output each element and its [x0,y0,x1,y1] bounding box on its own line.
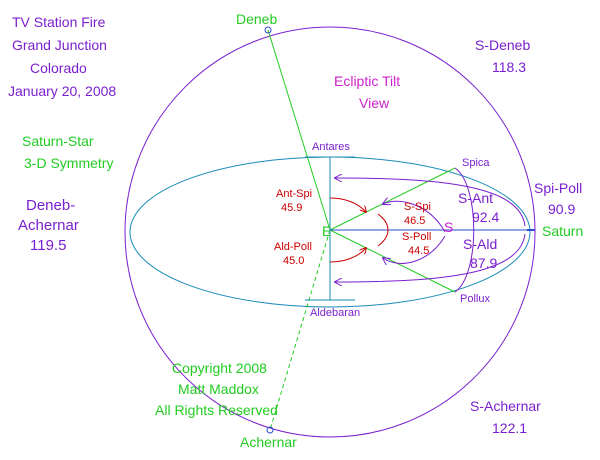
ant-spi-label: Ant-Spi [276,188,312,200]
s-spi-arc [383,201,446,233]
achernar-point [266,426,274,434]
symmetry-title-line-1: Saturn-Star [22,133,94,149]
aldebaran-label: Aldebaran [310,307,360,319]
s-achernar-value: 122.1 [492,420,527,436]
header-line-2: Grand Junction [12,37,107,53]
s-spi-label: S-Spi [404,201,431,213]
s-ald-label: S-Ald [463,236,497,252]
ald-poll-label: Ald-Poll [274,241,312,253]
spi-poll-label: Spi-Poll [534,180,582,196]
s-ant-label: S-Ant [458,190,493,206]
celestial-sphere-circle [124,26,536,438]
pollux-label: Pollux [460,293,490,305]
earth-label: E [322,223,331,239]
earth-spica-line [329,167,456,231]
spi-poll-value: 90.9 [548,201,575,217]
view-title-line-1: Ecliptic Tilt [334,73,400,89]
s-poll-arc [383,235,446,263]
spica-label: Spica [462,157,490,169]
ant-spi-value: 45.9 [281,202,302,214]
deneb-label: Deneb [236,11,277,27]
copyright-line-1: Copyright 2008 [172,360,267,376]
deneb-achernar-label-1: Deneb- [26,197,75,214]
header-line-3: Colorado [30,60,87,76]
s-deneb-label: S-Deneb [475,37,530,53]
antares-label: Antares [312,141,350,153]
deneb-point [264,26,272,34]
s-deneb-value: 118.3 [492,59,526,75]
s-poll-value: 44.5 [408,245,429,257]
s-spi-red-arc [377,213,389,231]
spi-poll-arc [454,167,475,293]
s-ald-value: 87.9 [470,255,497,271]
ald-poll-arc [329,248,366,263]
ald-poll-value: 45.0 [283,255,304,267]
header-line-4: January 20, 2008 [8,83,116,99]
deneb-axis-line [267,29,331,231]
s-poll-label: S-Poll [402,231,431,243]
view-title-line-2: View [359,95,390,111]
s-achernar-label: S-Achernar [470,398,541,414]
earth-pollux-line [329,229,456,293]
s-spi-value: 46.5 [404,215,425,227]
copyright-line-2: Matt Maddox [178,381,259,397]
ant-spi-arc [329,197,366,212]
deneb-achernar-label-2: Achernar [18,217,79,234]
copyright-line-3: All Rights Reserved [155,402,278,418]
saturn-label: Saturn [542,223,583,239]
s-ant-value: 92.4 [472,209,499,225]
s-poll-red-arc [377,229,389,247]
sun-label: S [444,219,453,235]
deneb-achernar-value: 119.5 [30,237,66,254]
header-line-1: TV Station Fire [12,14,106,30]
achernar-label: Achernar [240,434,297,450]
symmetry-title-line-2: 3-D Symmetry [24,155,113,171]
